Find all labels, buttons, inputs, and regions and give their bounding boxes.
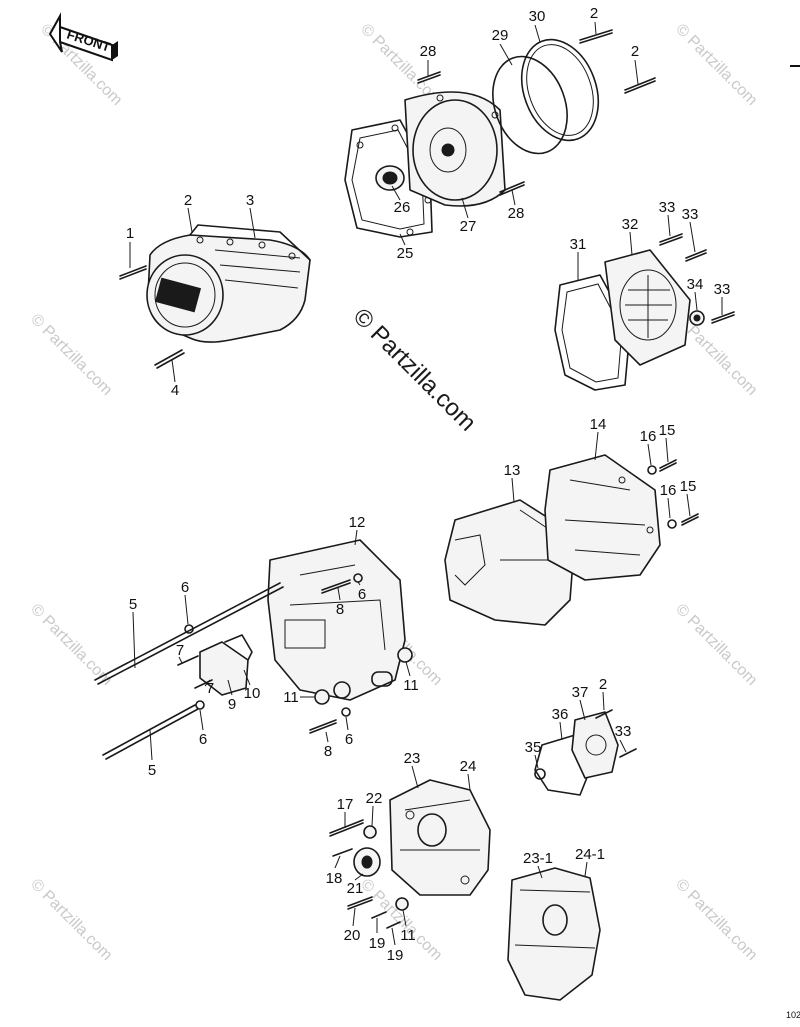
callout-14: 31 bbox=[570, 236, 587, 253]
callout-48: 17 bbox=[337, 796, 354, 813]
callout-2: 2 bbox=[184, 192, 192, 209]
callout-17: 33 bbox=[682, 206, 699, 223]
part-plate-9-10 bbox=[199, 634, 253, 696]
callout-8: 29 bbox=[492, 27, 509, 44]
callout-43: 36 bbox=[552, 706, 569, 723]
part-gasket-31 bbox=[554, 274, 631, 391]
page-code: 102 bbox=[786, 1010, 800, 1020]
callout-39: 6 bbox=[199, 731, 207, 748]
part-ring-29 bbox=[492, 55, 568, 155]
callout-54: 11 bbox=[400, 927, 416, 944]
callout-53: 19 bbox=[369, 935, 386, 952]
callouts: 1 2 3 4 2 2 28 29 30 26 25 27 28 31 32 3… bbox=[126, 5, 731, 964]
callout-26: 12 bbox=[349, 514, 366, 531]
callout-34: 10 bbox=[244, 685, 261, 702]
part-cover-13 bbox=[444, 499, 576, 626]
nut-11 bbox=[314, 647, 413, 705]
callout-28: 6 bbox=[181, 579, 189, 596]
part-seal-21-22 bbox=[353, 825, 381, 877]
watermark-tile: © Partzilla.com bbox=[27, 876, 115, 964]
part-nut-34 bbox=[689, 310, 705, 326]
callout-19: 33 bbox=[714, 281, 731, 298]
callout-23: 13 bbox=[504, 462, 521, 479]
bolt-33 bbox=[659, 233, 735, 324]
watermark-tile: © Partzilla.com bbox=[672, 876, 760, 964]
callout-18: 34 bbox=[687, 276, 704, 293]
callout-35: 11 bbox=[283, 689, 299, 706]
bolt-35 bbox=[534, 768, 546, 780]
callout-11: 25 bbox=[397, 245, 414, 262]
callout-30: 6 bbox=[358, 586, 366, 603]
callout-44: 33 bbox=[615, 723, 632, 740]
callout-57: 24-1 bbox=[575, 846, 605, 863]
callout-38: 8 bbox=[324, 743, 332, 760]
leader-lines bbox=[129, 21, 723, 946]
part-cover-23-1-24-1 bbox=[507, 867, 601, 1001]
callout-15: 32 bbox=[622, 216, 639, 233]
bolt-2-top bbox=[579, 29, 656, 94]
callout-6: 2 bbox=[631, 43, 639, 60]
callout-56: 23-1 bbox=[523, 850, 553, 867]
callout-20: 14 bbox=[590, 416, 607, 433]
callout-32: 7 bbox=[206, 680, 214, 697]
callout-50: 18 bbox=[326, 870, 343, 887]
callout-1: 1 bbox=[126, 225, 134, 242]
callout-24: 16 bbox=[660, 482, 677, 499]
bolt-2-small bbox=[595, 709, 637, 758]
bolt-8 bbox=[309, 579, 351, 734]
bolts-17-20 bbox=[329, 819, 409, 929]
part-ring-30 bbox=[520, 38, 600, 142]
part-cover-14 bbox=[544, 454, 661, 581]
watermark-main: © Partzilla.com bbox=[348, 303, 481, 436]
part-gasket-25 bbox=[344, 119, 433, 238]
callout-10: 26 bbox=[394, 199, 411, 216]
watermark-tile: © Partzilla.com bbox=[27, 311, 115, 399]
callout-45: 35 bbox=[525, 739, 542, 756]
callout-46: 23 bbox=[404, 750, 421, 767]
callout-3: 3 bbox=[246, 192, 254, 209]
callout-49: 22 bbox=[366, 790, 383, 807]
callout-4: 4 bbox=[171, 382, 179, 399]
callout-31: 7 bbox=[176, 642, 184, 659]
part-housing-27 bbox=[404, 91, 506, 207]
watermark-tile: © Partzilla.com bbox=[672, 21, 760, 109]
callout-55: 19 bbox=[387, 947, 404, 964]
part-cover-23-24 bbox=[389, 779, 491, 896]
washer-6 bbox=[184, 573, 363, 717]
washer-16 bbox=[647, 465, 677, 529]
callout-22: 15 bbox=[659, 422, 676, 439]
callout-36: 11 bbox=[403, 677, 419, 694]
callout-29: 8 bbox=[336, 601, 344, 618]
callout-37: 6 bbox=[345, 731, 353, 748]
callout-40: 5 bbox=[148, 762, 156, 779]
stud-5 bbox=[94, 582, 284, 760]
callout-41: 37 bbox=[572, 684, 589, 701]
callout-16: 33 bbox=[659, 199, 676, 216]
callout-7: 28 bbox=[420, 43, 437, 60]
callout-42: 2 bbox=[599, 676, 607, 693]
bolt-2-left bbox=[154, 349, 185, 369]
callout-47: 24 bbox=[460, 758, 477, 775]
part-cover-3 bbox=[146, 224, 311, 343]
callout-13: 28 bbox=[508, 205, 525, 222]
callout-21: 16 bbox=[640, 428, 657, 445]
part-cover-32 bbox=[604, 249, 691, 366]
part-crankcase-12 bbox=[267, 539, 406, 701]
bolt-15 bbox=[659, 459, 699, 526]
callout-51: 21 bbox=[347, 880, 364, 897]
callout-5: 2 bbox=[590, 5, 598, 22]
callout-12: 27 bbox=[460, 218, 477, 235]
bolt-1 bbox=[119, 265, 147, 280]
part-cover-37 bbox=[571, 711, 619, 779]
callout-52: 20 bbox=[344, 927, 361, 944]
callout-27: 5 bbox=[129, 596, 137, 613]
watermark-tile: © Partzilla.com bbox=[672, 601, 760, 689]
part-seal-26 bbox=[375, 165, 405, 191]
callout-9: 30 bbox=[529, 8, 546, 25]
callout-33: 9 bbox=[228, 696, 236, 713]
callout-25: 15 bbox=[680, 478, 697, 495]
